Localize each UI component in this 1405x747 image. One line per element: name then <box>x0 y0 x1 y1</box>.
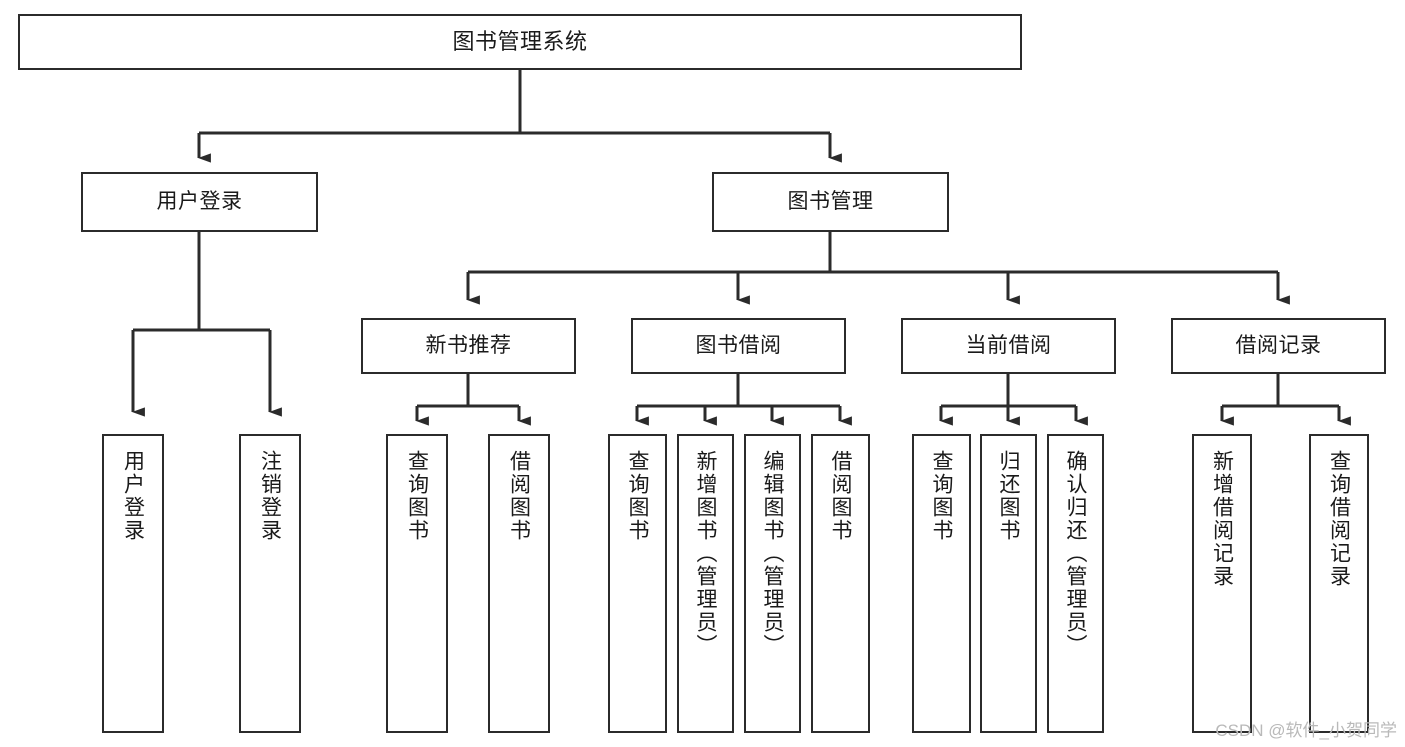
node-label: 确认归还（管理员） <box>1064 450 1087 657</box>
watermark-text: CSDN @软件_小贺同学 <box>1215 721 1397 740</box>
node-label: 图书管理系统 <box>452 29 588 55</box>
node-leaf-user-login[interactable]: 用户登录 <box>102 434 164 733</box>
node-leaf-query-book-3[interactable]: 查询图书 <box>912 434 971 733</box>
node-leaf-add-book-admin[interactable]: 新增图书（管理员） <box>677 434 734 733</box>
node-leaf-borrow-book-2[interactable]: 借阅图书 <box>811 434 870 733</box>
node-user-login[interactable]: 用户登录 <box>81 172 318 232</box>
node-current-borrow[interactable]: 当前借阅 <box>901 318 1116 374</box>
node-label: 查询图书 <box>626 450 649 542</box>
node-label: 借阅图书 <box>829 450 852 542</box>
node-label: 新增图书（管理员） <box>694 450 717 657</box>
node-leaf-edit-book-admin[interactable]: 编辑图书（管理员） <box>744 434 801 733</box>
node-leaf-add-borrow-record[interactable]: 新增借阅记录 <box>1192 434 1252 733</box>
node-leaf-borrow-book-1[interactable]: 借阅图书 <box>488 434 550 733</box>
node-label: 注销登录 <box>258 450 282 542</box>
node-label: 新书推荐 <box>425 333 512 357</box>
node-label: 查询图书 <box>930 450 953 542</box>
node-label: 用户登录 <box>121 450 145 542</box>
node-label: 借阅记录 <box>1235 333 1322 357</box>
node-leaf-query-borrow-record[interactable]: 查询借阅记录 <box>1309 434 1369 733</box>
node-leaf-confirm-return-admin[interactable]: 确认归还（管理员） <box>1047 434 1104 733</box>
node-book-management[interactable]: 图书管理 <box>712 172 949 232</box>
node-leaf-logout-login[interactable]: 注销登录 <box>239 434 301 733</box>
node-book-borrow[interactable]: 图书借阅 <box>631 318 846 374</box>
node-label: 编辑图书（管理员） <box>761 450 784 657</box>
node-label: 查询借阅记录 <box>1327 450 1351 588</box>
node-leaf-return-book[interactable]: 归还图书 <box>980 434 1037 733</box>
node-label: 图书管理 <box>787 189 874 213</box>
node-label: 借阅图书 <box>507 450 531 542</box>
node-label: 用户登录 <box>156 189 243 213</box>
node-label: 归还图书 <box>997 450 1020 542</box>
node-label: 新增借阅记录 <box>1210 450 1234 588</box>
node-new-book-recommend[interactable]: 新书推荐 <box>361 318 576 374</box>
node-leaf-query-book-1[interactable]: 查询图书 <box>386 434 448 733</box>
node-label: 查询图书 <box>405 450 429 542</box>
node-borrow-record[interactable]: 借阅记录 <box>1171 318 1386 374</box>
node-root-system[interactable]: 图书管理系统 <box>18 14 1022 70</box>
node-label: 当前借阅 <box>965 333 1052 357</box>
node-leaf-query-book-2[interactable]: 查询图书 <box>608 434 667 733</box>
node-label: 图书借阅 <box>695 333 782 357</box>
